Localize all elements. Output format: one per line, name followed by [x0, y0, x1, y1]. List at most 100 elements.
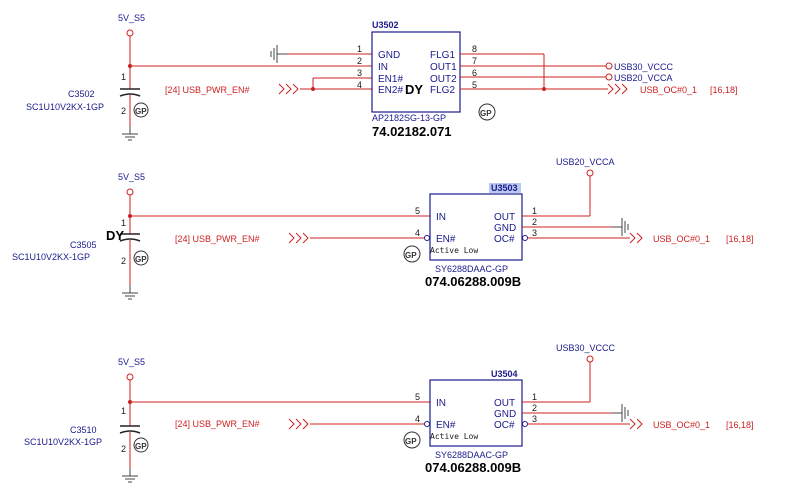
pin-name: FLG2 — [430, 85, 455, 96]
active-low-note: Active Low — [430, 432, 478, 441]
net-usb-pwr-en: [24] USB_PWR_EN# — [175, 419, 260, 429]
u3503-pn: 074.06288.009B — [425, 274, 521, 289]
chevron-right-icon — [285, 83, 292, 95]
cap-pin1: 1 — [121, 218, 126, 228]
chevron-right-icon — [607, 83, 614, 95]
active-low-note: Active Low — [430, 246, 478, 255]
section-u3502: 5V_S5 1 2 C3502 SC1U10V2KX-1GP GP 1 2 3 … — [26, 13, 738, 141]
net-usb30-vccc: USB30_VCCC — [556, 343, 616, 353]
pin-name: GND — [494, 223, 516, 234]
chevron-right-icon — [288, 418, 295, 430]
pin-num: 3 — [357, 68, 362, 78]
net-usb-oc: USB_OC#0_1 — [640, 85, 697, 95]
chevron-right-icon — [295, 232, 302, 244]
ref-highlight — [489, 183, 521, 193]
gp-badge-u3503: GP — [403, 245, 421, 263]
chevron-right-icon — [278, 83, 285, 95]
net-5v-s5: 5V_S5 — [118, 172, 145, 182]
pin-name: GND — [378, 50, 400, 61]
gp-badge-u3504: GP — [403, 431, 421, 449]
pin-name: OUT — [494, 398, 515, 409]
cap-pin2: 2 — [121, 444, 126, 454]
ground-icon — [611, 217, 629, 237]
pin-num: 5 — [415, 206, 420, 216]
svg-text:GP: GP — [480, 109, 492, 118]
pin-name: IN — [378, 62, 388, 73]
pin-num: 3 — [532, 228, 537, 238]
svg-text:GP: GP — [405, 437, 417, 446]
ground-icon — [121, 125, 139, 141]
pin-num: 5 — [472, 80, 477, 90]
pin-num: 1 — [357, 44, 362, 54]
net-usb-oc-ref: [16,18] — [726, 420, 754, 430]
ground-icon — [121, 467, 139, 483]
chevron-right-icon — [288, 232, 295, 244]
net-usb-oc-ref: [16,18] — [726, 234, 754, 244]
u3503-part: SY6288DAAC-GP — [435, 264, 508, 274]
u3503-ref: U3503 — [491, 183, 518, 193]
dy-label: DY — [106, 228, 124, 243]
gp-badge-c3505: GP — [133, 250, 149, 266]
chevron-right-icon — [302, 232, 309, 244]
pin-name: EN2# — [378, 85, 403, 96]
pin-num: 4 — [415, 414, 420, 424]
ground-icon — [270, 44, 288, 64]
u3502-body — [371, 31, 461, 113]
net-usb-pwr-en: [24] USB_PWR_EN# — [165, 85, 250, 95]
cap-part-c3505: SC1U10V2KX-1GP — [12, 252, 90, 262]
pin-num: 1 — [532, 206, 537, 216]
cap-part-c3510: SC1U10V2KX-1GP — [24, 437, 102, 447]
cap-pin1: 1 — [121, 406, 126, 416]
svg-text:GP: GP — [135, 442, 147, 451]
pin-num: 2 — [357, 56, 362, 66]
chevron-right-icon — [629, 232, 636, 244]
pin-num: 2 — [532, 217, 537, 227]
pin-num: 2 — [532, 403, 537, 413]
cap-ref-c3510: C3510 — [70, 425, 97, 435]
ground-icon — [121, 284, 139, 300]
pin-name: EN1# — [378, 74, 403, 85]
u3502-part: AP2182SG-13-GP — [372, 113, 446, 123]
pin-name: OC# — [494, 234, 515, 245]
section-u3504: 5V_S5 1 2 C3510 SC1U10V2KX-1GP GP [24] U… — [24, 343, 754, 483]
net-usb-oc: USB_OC#0_1 — [653, 420, 710, 430]
gp-badge-c3502: GP — [133, 102, 149, 118]
gp-badge-u3502: GP — [478, 103, 496, 121]
net-5v-s5: 5V_S5 — [118, 13, 145, 23]
cap-pin1: 1 — [121, 72, 126, 82]
chevron-right-icon — [636, 232, 643, 244]
pin-num: 7 — [472, 56, 477, 66]
chevron-right-icon — [292, 83, 299, 95]
pin-name: FLG1 — [430, 50, 455, 61]
net-5v-s5: 5V_S5 — [118, 357, 145, 367]
pin-num: 5 — [415, 392, 420, 402]
pin-name: EN# — [436, 420, 456, 431]
pin-name: EN# — [436, 234, 456, 245]
u3502-ref: U3502 — [372, 20, 399, 30]
u3504-ref: U3504 — [491, 369, 518, 379]
net-usb20-vcca: USB20_VCCA — [556, 157, 615, 167]
net-usb20-vcca: USB20_VCCA — [614, 73, 673, 83]
pin-name: OUT2 — [430, 74, 457, 85]
pin-num: 8 — [472, 44, 477, 54]
pin-name: IN — [436, 212, 446, 223]
cap-ref-c3502: C3502 — [68, 89, 95, 99]
pin-num: 1 — [532, 392, 537, 402]
cap-part-c3502: SC1U10V2KX-1GP — [26, 102, 104, 112]
pin-num: 3 — [532, 414, 537, 424]
chevron-right-icon — [636, 418, 643, 430]
dy-label: DY — [405, 82, 423, 97]
chevron-right-icon — [614, 83, 621, 95]
net-usb30-vccc: USB30_VCCC — [614, 62, 674, 72]
net-usb-oc-ref: [16,18] — [710, 85, 738, 95]
ground-icon — [611, 403, 629, 423]
section-u3503: 5V_S5 1 2 DY C3505 SC1U10V2KX-1GP GP [24… — [12, 157, 754, 300]
chevron-right-icon — [629, 418, 636, 430]
pin-name: OUT — [494, 212, 515, 223]
cap-pin2: 2 — [121, 106, 126, 116]
net-usb-oc: USB_OC#0_1 — [653, 234, 710, 244]
u3504-pn: 074.06288.009B — [425, 460, 521, 475]
gp-badge-c3510: GP — [133, 437, 149, 453]
cap-pin2: 2 — [121, 256, 126, 266]
